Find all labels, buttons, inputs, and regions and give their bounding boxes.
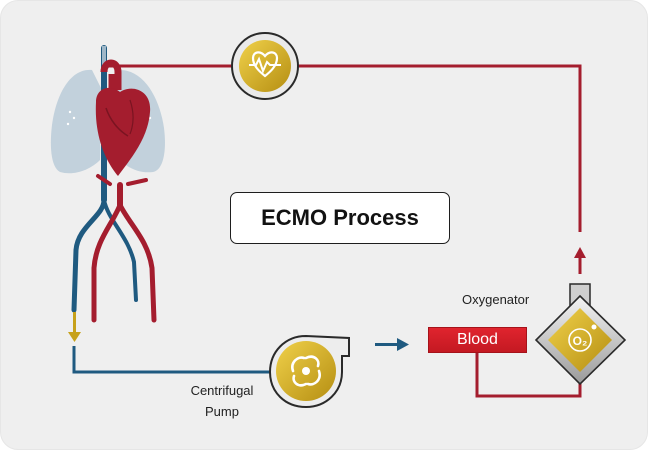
pump-label-line2: Pump — [205, 404, 239, 419]
up-arrow-icon — [574, 247, 586, 258]
blood-label-box: Blood — [428, 327, 527, 353]
vessel-stub — [102, 46, 106, 66]
heart-monitor-icon — [231, 32, 299, 100]
drain-circuit-line — [72, 346, 278, 374]
o2-label: O₂ — [573, 334, 588, 348]
pump-label: Centrifugal Pump — [180, 380, 264, 422]
pump-label-line1: Centrifugal — [190, 383, 254, 398]
oxygen-icon: O₂ — [534, 283, 627, 386]
oxygenator-label: Oxygenator — [462, 292, 530, 307]
return-circuit-line — [104, 64, 582, 232]
oxygenator-feed-line — [475, 353, 582, 398]
heart-icon — [95, 59, 151, 176]
down-arrow-icon — [68, 312, 81, 342]
right-arrow-icon — [375, 338, 409, 351]
pump-swirl-icon — [268, 334, 350, 409]
arterial-vessels — [91, 174, 157, 323]
page-title: ECMO Process — [230, 192, 450, 244]
